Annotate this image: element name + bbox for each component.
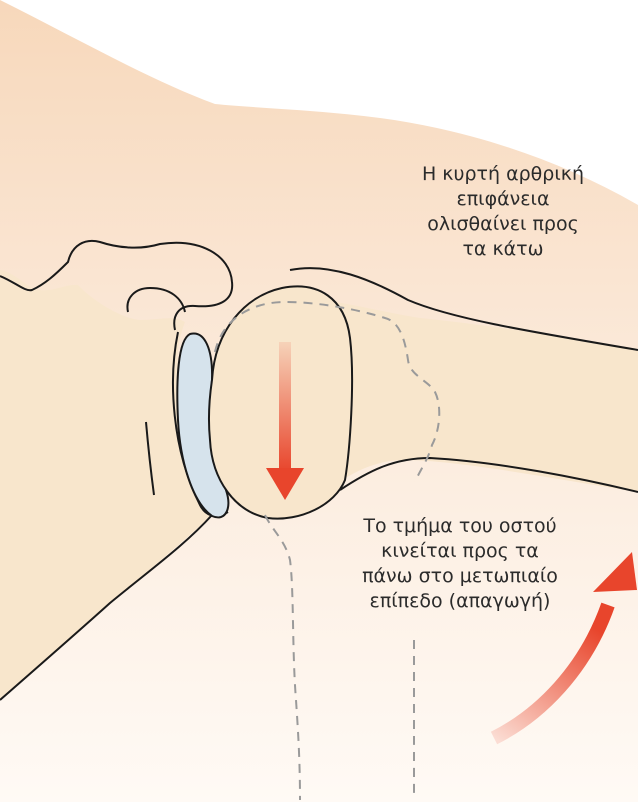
label-line: κινείται προς τα (330, 539, 590, 564)
down-arrow-shaft (279, 342, 291, 472)
label-line: τα κάτω (398, 237, 608, 262)
label-line: Το τμήμα του οστού (330, 514, 590, 539)
label-line: επίπεδο (απαγωγή) (330, 589, 590, 614)
label-convex-surface-glides-down: Η κυρτή αρθρική επιφάνεια ολισθαίνει προ… (398, 162, 608, 262)
label-line: Η κυρτή αρθρική (398, 162, 608, 187)
label-bone-moves-up-abduction: Το τμήμα του οστού κινείται προς τα πάνω… (330, 514, 590, 614)
label-line: ολισθαίνει προς (398, 212, 608, 237)
label-line: επιφάνεια (398, 187, 608, 212)
label-line: πάνω στο μετωπιαίο (330, 564, 590, 589)
